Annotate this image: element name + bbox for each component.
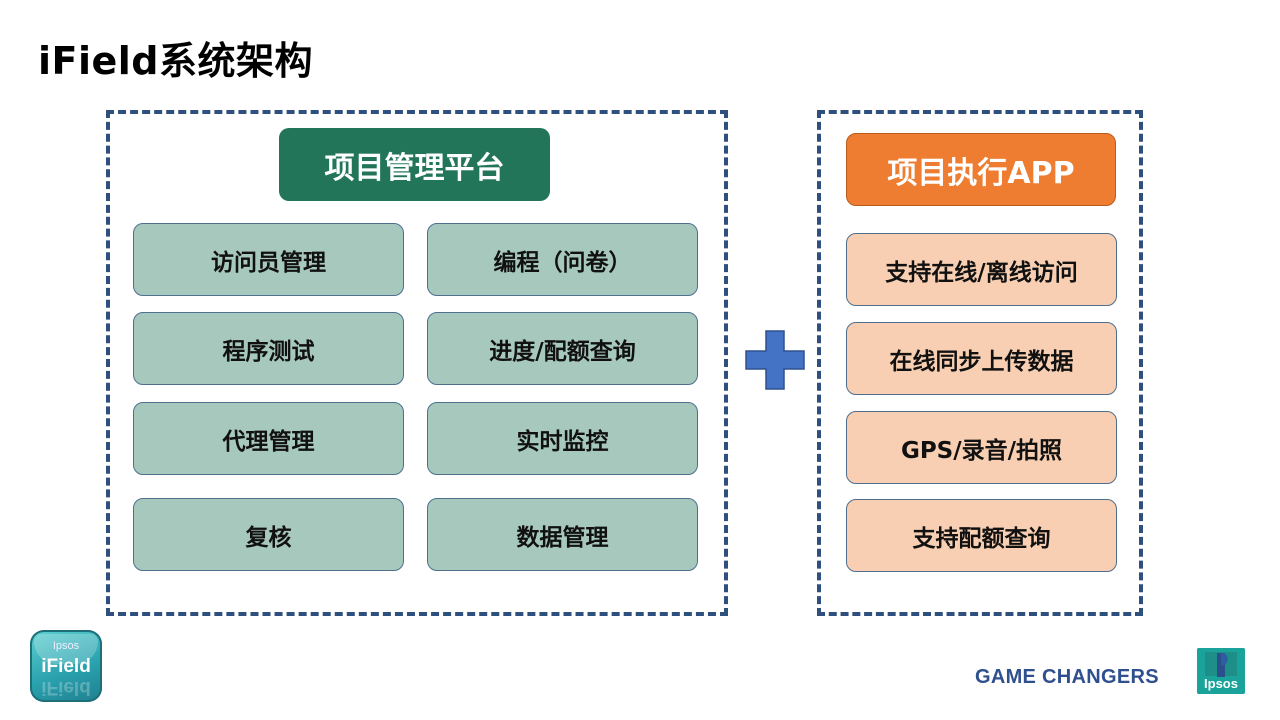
module-data-management: 数据管理 xyxy=(427,498,698,571)
ipsos-brand-logo: Ipsos xyxy=(1197,648,1245,694)
execution-app-header: 项目执行APP xyxy=(846,133,1116,206)
module-questionnaire-programming: 编程（问卷） xyxy=(427,223,698,296)
ifield-logo-reflection: iField xyxy=(41,677,91,698)
feature-online-offline-access: 支持在线/离线访问 xyxy=(846,233,1117,306)
feature-online-sync-upload: 在线同步上传数据 xyxy=(846,322,1117,395)
feature-quota-query: 支持配额查询 xyxy=(846,499,1117,572)
feature-gps-recording-photo: GPS/录音/拍照 xyxy=(846,411,1117,484)
game-changers-tagline: GAME CHANGERS xyxy=(975,666,1159,688)
ifield-logo-name: iField xyxy=(41,656,91,677)
execution-app-panel xyxy=(817,110,1143,616)
ifield-logo-ipsos-text: Ipsos xyxy=(52,640,80,652)
module-progress-quota-query: 进度/配额查询 xyxy=(427,312,698,385)
module-interviewer-management: 访问员管理 xyxy=(133,223,404,296)
page-title: iField系统架构 xyxy=(38,39,314,83)
module-realtime-monitoring: 实时监控 xyxy=(427,402,698,475)
module-agent-management: 代理管理 xyxy=(133,402,404,475)
management-platform-panel xyxy=(106,110,728,616)
management-platform-header: 项目管理平台 xyxy=(279,128,550,201)
ifield-app-logo: Ipsos iField iField xyxy=(30,630,102,702)
module-review: 复核 xyxy=(133,498,404,571)
ipsos-logo-text: Ipsos xyxy=(1204,676,1238,691)
plus-icon xyxy=(745,330,805,390)
module-program-testing: 程序测试 xyxy=(133,312,404,385)
